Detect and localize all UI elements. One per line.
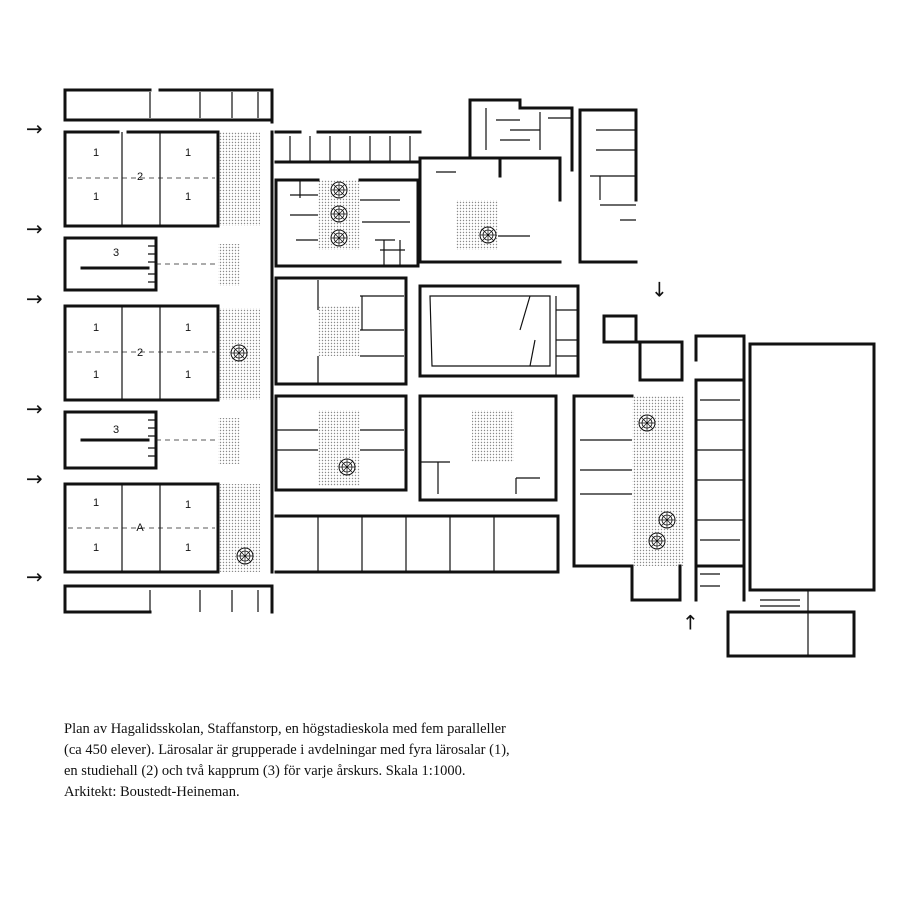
- label-lecture: 1: [185, 369, 191, 381]
- room-labels: 1 1 2 1 1 3 1 1 2 1 1 3 1 1 A 1 1: [93, 147, 191, 554]
- arrow-right-icon: →: [26, 287, 43, 311]
- label-lecture: 1: [185, 147, 191, 159]
- block-lower-left: [274, 394, 408, 492]
- block-lower-center: [418, 394, 558, 502]
- arrow-down-icon: ↓: [651, 278, 668, 302]
- southeast-small: [630, 564, 746, 602]
- auditorium: [418, 284, 580, 378]
- label-lecture: 1: [185, 542, 191, 554]
- label-lecture: 1: [185, 191, 191, 203]
- arrow-up-icon: ↑: [682, 611, 699, 635]
- south-corridor: [274, 514, 560, 574]
- courtyards: [218, 132, 684, 572]
- block-middle-left: [274, 276, 408, 386]
- label-lecture: 1: [185, 499, 191, 511]
- caption-line: Plan av Hagalidsskolan, Staffanstorp, en…: [64, 721, 506, 737]
- floor-plan: 1 1 2 1 1 3 1 1 2 1 1 3 1 1 A 1 1 → → → …: [26, 88, 876, 658]
- label-lecture: 1: [185, 322, 191, 334]
- label-lecture: 1: [93, 542, 99, 554]
- caption-line: Arkitekt: Boustedt-Heineman.: [64, 784, 240, 800]
- label-lecture: 1: [93, 191, 99, 203]
- label-hall: 2: [137, 171, 143, 183]
- arrow-right-icon: →: [26, 117, 43, 141]
- label-lecture: 1: [93, 369, 99, 381]
- caption-line: en studiehall (2) och två kapprum (3) fö…: [64, 763, 466, 779]
- arrow-right-icon: →: [26, 397, 43, 421]
- entrance-arrows: → → → → → → ↓ ↑: [26, 117, 699, 635]
- label-lecture: 1: [93, 147, 99, 159]
- figure-caption: Plan av Hagalidsskolan, Staffanstorp, en…: [64, 719, 624, 803]
- arrow-right-icon: →: [26, 467, 43, 491]
- label-lecture: 1: [93, 497, 99, 509]
- north-corridor: [274, 130, 422, 164]
- label-hall-a: A: [136, 522, 144, 534]
- label-hall: 2: [137, 347, 143, 359]
- entrance-block: [602, 314, 684, 382]
- label-cloak: 3: [113, 424, 119, 436]
- block-north: [418, 98, 574, 264]
- west-wing: [63, 88, 274, 614]
- east-wing: [694, 334, 746, 568]
- arrow-right-icon: →: [26, 565, 43, 589]
- gymnasium: [726, 342, 876, 658]
- block-lower-right: [572, 394, 634, 602]
- block-northeast: [578, 108, 638, 264]
- label-cloak: 3: [113, 247, 119, 259]
- trees: [230, 181, 676, 565]
- label-lecture: 1: [93, 322, 99, 334]
- caption-line: (ca 450 elever). Lärosalar är grupperade…: [64, 742, 510, 758]
- block-center-upper: [274, 178, 420, 268]
- arrow-right-icon: →: [26, 217, 43, 241]
